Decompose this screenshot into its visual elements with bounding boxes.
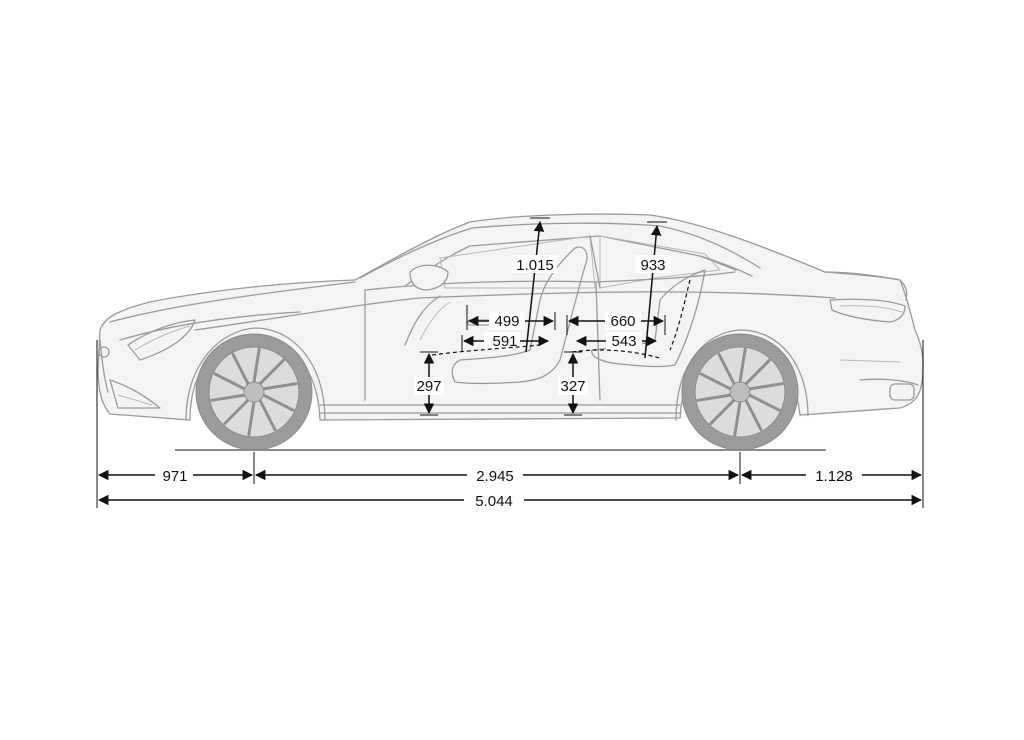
wheel-spoke xyxy=(748,393,781,412)
front-overhang-label: 971 xyxy=(162,468,187,485)
wheel-spoke xyxy=(717,352,736,386)
rear-wheel xyxy=(681,333,799,451)
wheel-spoke xyxy=(247,400,256,437)
wheel-spoke xyxy=(231,352,250,386)
seat-depth-front-label: 499 xyxy=(494,313,519,330)
wheel-spoke xyxy=(252,347,261,384)
rear-overhang-label: 1.128 xyxy=(815,468,853,485)
headroom-front-line xyxy=(525,220,545,353)
wheel-spoke xyxy=(210,393,246,402)
legroom-rear-label: 543 xyxy=(611,333,636,350)
wheel-spoke xyxy=(223,398,250,426)
wheel-spoke xyxy=(262,393,295,412)
wheel-spoke xyxy=(262,382,298,391)
wheel-spoke xyxy=(699,372,732,391)
seat-depth-rear-label: 660 xyxy=(610,313,635,330)
wheel-spoke xyxy=(733,400,742,437)
exterior-dimensions: 971 2.945 1.128 5.044 xyxy=(96,340,924,510)
wheel-spoke xyxy=(748,382,784,391)
front-wheel xyxy=(195,333,313,451)
wheel-spoke xyxy=(213,372,246,391)
seat-height-front-label: 297 xyxy=(416,378,441,395)
wheel-spoke xyxy=(738,347,747,384)
wheel-spoke xyxy=(744,358,771,386)
wheelbase-label: 2.945 xyxy=(476,468,514,485)
headroom-front-label: 1.015 xyxy=(516,257,554,274)
wheel-spoke xyxy=(744,398,763,432)
wheel-spoke xyxy=(709,398,736,426)
wheel-spoke xyxy=(258,398,277,432)
interior-dimensions: 1.015 933 499 660 591 543 xyxy=(414,217,671,416)
legroom-front-label: 591 xyxy=(492,333,517,350)
overall-length-label: 5.044 xyxy=(475,493,513,510)
seat-height-rear-label: 327 xyxy=(560,378,585,395)
wheel-spoke xyxy=(696,393,732,402)
wheel-spoke xyxy=(258,358,285,386)
headroom-rear-label: 933 xyxy=(640,257,665,274)
